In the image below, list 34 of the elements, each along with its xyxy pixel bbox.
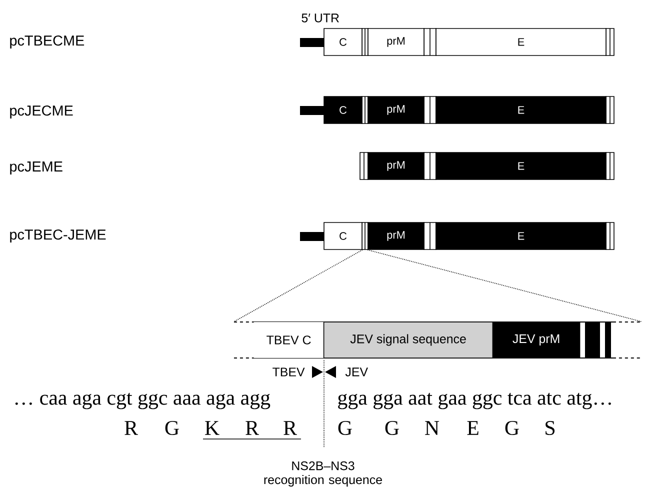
gene-segment: E bbox=[436, 96, 606, 124]
gene-segment: E bbox=[436, 222, 606, 250]
construct-name: pcJEME bbox=[10, 162, 62, 174]
amino-acid: N bbox=[425, 421, 440, 435]
nucleotide-sequence: gga gga aat gaa ggc tca atc atg… bbox=[338, 392, 611, 410]
amino-acid: S bbox=[546, 420, 555, 436]
annotation: NS2B–NS3 recognition sequence bbox=[264, 461, 382, 487]
amino-acid: R bbox=[284, 421, 297, 435]
construct-name: pcTBEC-JEME bbox=[10, 229, 106, 243]
zoom-line bbox=[233, 249, 363, 322]
sequence-segment: JEV signal sequence bbox=[323, 322, 494, 358]
amino-acid: G bbox=[385, 420, 399, 436]
amino-acid: K bbox=[205, 421, 220, 435]
origin-label: TBEV bbox=[272, 368, 305, 376]
region-label: 5′ UTR bbox=[302, 14, 339, 22]
sequence-segment: TBEV C bbox=[254, 322, 324, 358]
node-label: TBEV C bbox=[266, 336, 311, 344]
gene-segment: C bbox=[324, 96, 362, 124]
construct-name: pcTBECME bbox=[10, 35, 84, 49]
origin-label: JEV bbox=[345, 368, 368, 376]
zoom-line bbox=[367, 249, 643, 322]
amino-acid: R bbox=[246, 421, 259, 435]
amino-acid: G bbox=[165, 420, 179, 436]
gene-segment: prM bbox=[368, 222, 424, 250]
sequence-segment: JEV prM bbox=[492, 322, 580, 358]
amino-acid: E bbox=[467, 421, 478, 435]
gene-segment: E bbox=[436, 152, 606, 180]
construct-name: pcJECME bbox=[10, 105, 73, 119]
nucleotide-sequence: … caa aga cgt ggc aaa aga agg bbox=[15, 392, 270, 410]
gene-segment: prM bbox=[368, 96, 424, 124]
gene-segment: prM bbox=[368, 152, 424, 180]
amino-acid: R bbox=[124, 421, 138, 435]
amino-acid: G bbox=[338, 420, 352, 436]
amino-acid: G bbox=[505, 420, 519, 436]
